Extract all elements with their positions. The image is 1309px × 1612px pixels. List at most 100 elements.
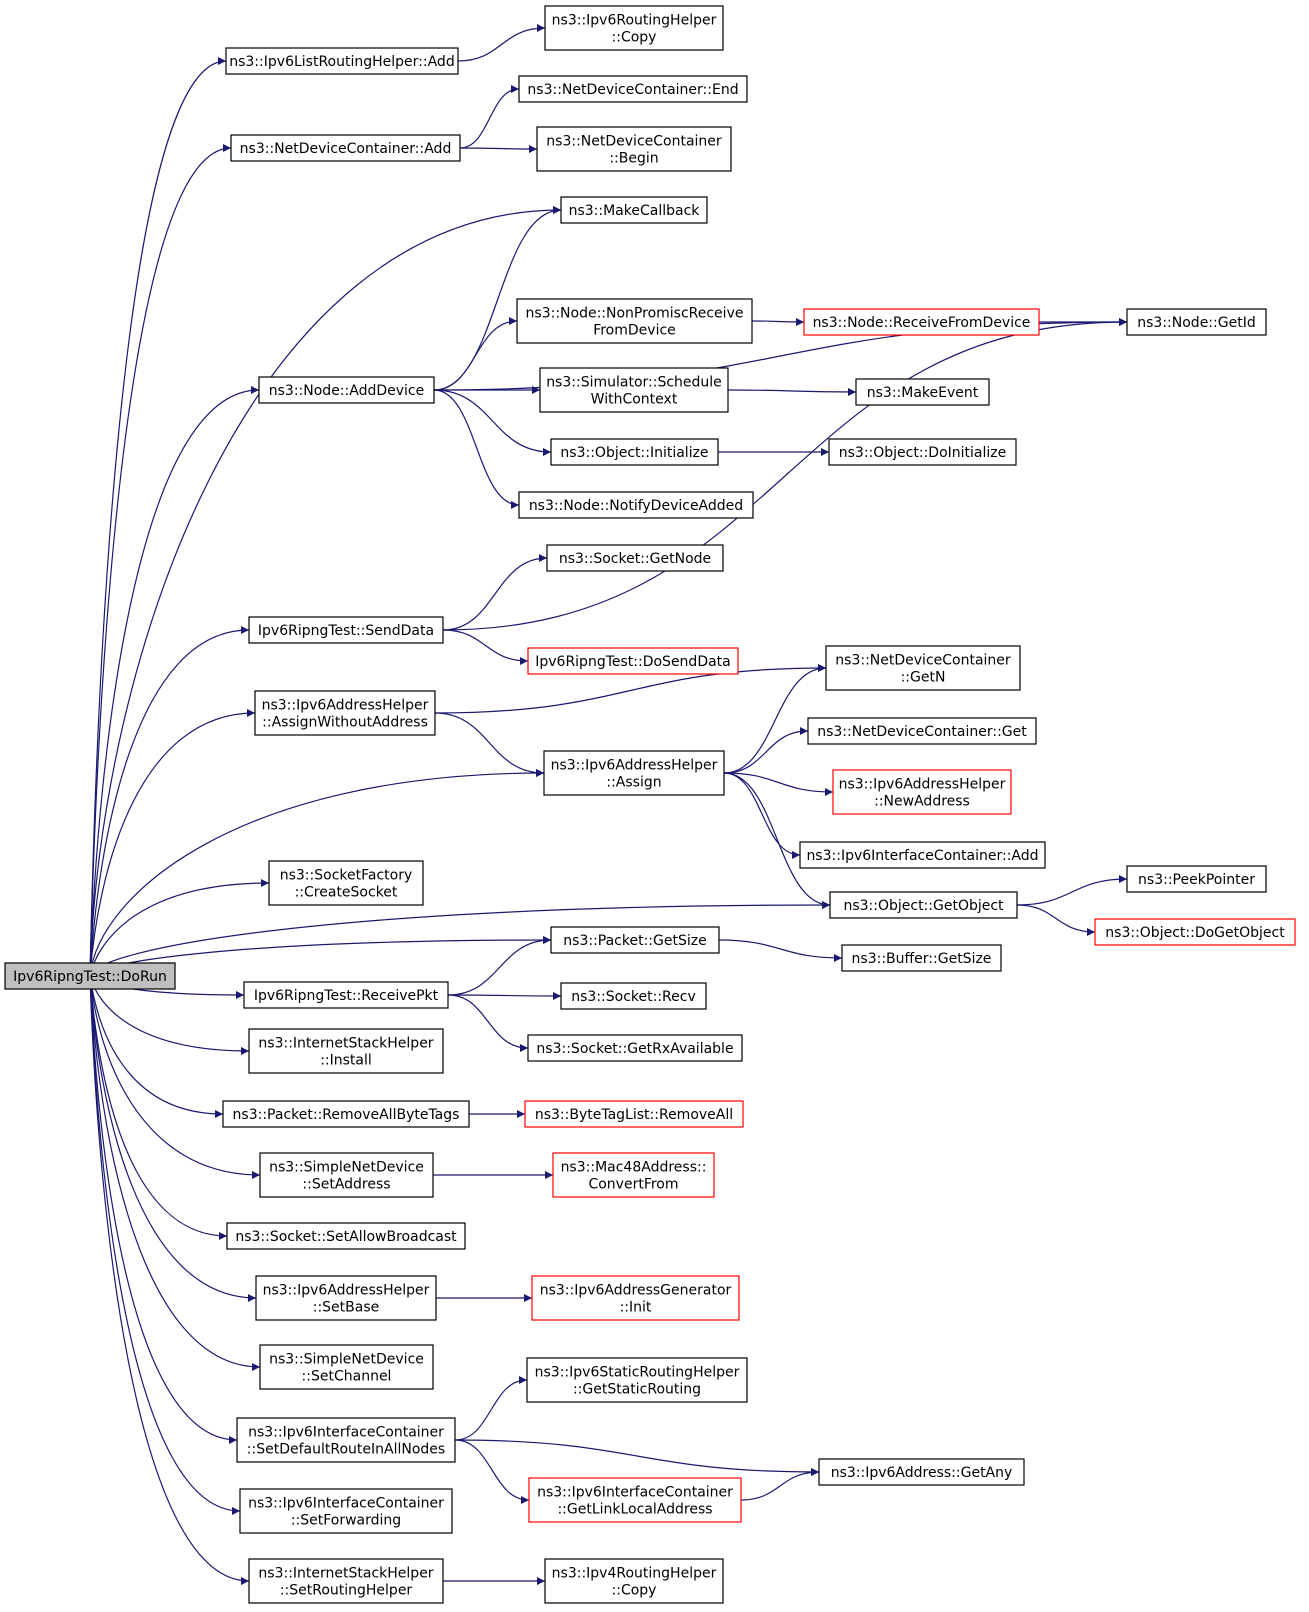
node-setdefroute[interactable]: ns3::Ipv6InterfaceContainer::SetDefaultR… — [236, 1417, 456, 1463]
node-label: ns3::Node::NotifyDeviceAdded — [529, 498, 743, 514]
node-setroutinghelper[interactable]: ns3::InternetStackHelper::SetRoutingHelp… — [248, 1558, 444, 1604]
node-nodeadd[interactable]: ns3::Node::AddDevice — [258, 376, 435, 404]
node-label: ns3::NetDeviceContainer::Get — [817, 724, 1027, 740]
node-getany[interactable]: ns3::Ipv6Address::GetAny — [818, 1458, 1025, 1486]
node-box — [828, 438, 1017, 466]
node-makecb[interactable]: ns3::MakeCallback — [560, 196, 708, 224]
node-pktgetsize[interactable]: ns3::Packet::GetSize — [550, 926, 720, 954]
call-edge-root-to-setbase — [89, 975, 257, 1302]
node-box — [236, 1417, 456, 1463]
node-recvdev[interactable]: ns3::Node::ReceiveFromDevice — [803, 308, 1040, 336]
node-box — [544, 1558, 724, 1604]
node-getid[interactable]: ns3::Node::GetId — [1126, 308, 1267, 336]
call-edge-root-to-senddata — [89, 626, 250, 977]
node-label: ns3::Socket::GetRxAvailable — [536, 1041, 733, 1057]
node-label: ::NewAddress — [874, 794, 970, 810]
call-edge-ndcadd-to-ndcbegin — [459, 144, 538, 153]
node-dogetobject[interactable]: ns3::Object::DoGetObject — [1094, 918, 1296, 946]
node-setchannel[interactable]: ns3::SimpleNetDevice::SetChannel — [259, 1344, 434, 1390]
node-dosenddata[interactable]: Ipv6RipngTest::DoSendData — [527, 647, 739, 675]
node-listadd[interactable]: ns3::Ipv6ListRoutingHelper::Add — [225, 47, 459, 75]
node-label: ns3::Ipv6AddressGenerator — [540, 1283, 732, 1299]
node-label: ns3::SimpleNetDevice — [269, 1160, 424, 1176]
node-setfwd[interactable]: ns3::Ipv6InterfaceContainer::SetForwardi… — [239, 1488, 453, 1534]
node-box — [825, 645, 1021, 691]
node-objdoinit[interactable]: ns3::Object::DoInitialize — [828, 438, 1017, 466]
node-box — [829, 891, 1018, 919]
node-assign[interactable]: ns3::Ipv6AddressHelper::Assign — [543, 750, 725, 796]
node-getrxavail[interactable]: ns3::Socket::GetRxAvailable — [527, 1034, 743, 1062]
node-rmbytetags[interactable]: ns3::Packet::RemoveAllByteTags — [222, 1100, 470, 1128]
node-label: ns3::NetDeviceContainer::Add — [240, 141, 452, 157]
node-label: ns3::Node::NonPromiscReceive — [526, 306, 744, 322]
node-root[interactable]: Ipv6RipngTest::DoRun — [4, 962, 176, 990]
node-icadd[interactable]: ns3::Ipv6InterfaceContainer::Add — [799, 841, 1046, 869]
node-label: Ipv6RipngTest::DoSendData — [535, 654, 731, 670]
node-notifydev[interactable]: ns3::Node::NotifyDeviceAdded — [518, 491, 754, 519]
node-box — [226, 1222, 466, 1250]
node-assignwo[interactable]: ns3::Ipv6AddressHelper::AssignWithoutAdd… — [254, 690, 436, 736]
node-label: ns3::Ipv6ListRoutingHelper::Add — [229, 54, 454, 70]
node-makeevent[interactable]: ns3::MakeEvent — [855, 378, 990, 406]
node-ndcgetn[interactable]: ns3::NetDeviceContainer::GetN — [825, 645, 1021, 691]
call-edge-recvpkt-to-getrxavail — [447, 994, 529, 1052]
call-edge-assign-to-newaddr — [723, 772, 834, 796]
node-label: WithContext — [591, 392, 678, 408]
call-edge-root-to-setroutinghelper — [89, 975, 250, 1585]
node-install[interactable]: ns3::InternetStackHelper::Install — [248, 1028, 444, 1074]
node-allowbc[interactable]: ns3::Socket::SetAllowBroadcast — [226, 1222, 466, 1250]
node-newaddr[interactable]: ns3::Ipv6AddressHelper::NewAddress — [832, 769, 1012, 815]
node-label: ::CreateSocket — [295, 885, 398, 901]
nodes-layer: Ipv6RipngTest::DoRun ns3::Ipv6ListRouting… — [4, 5, 1296, 1604]
node-label: ns3::Packet::GetSize — [563, 933, 706, 949]
node-objinit[interactable]: ns3::Object::Initialize — [550, 438, 719, 466]
node-v4copy[interactable]: ns3::Ipv4RoutingHelper::Copy — [544, 1558, 724, 1604]
node-peekptr[interactable]: ns3::PeekPointer — [1126, 865, 1267, 893]
node-label: ns3::Ipv6InterfaceContainer — [248, 1425, 444, 1441]
node-label: ns3::NetDeviceContainer — [835, 653, 1011, 669]
node-createsock[interactable]: ns3::SocketFactory::CreateSocket — [268, 860, 424, 906]
node-box — [516, 298, 753, 344]
node-label: ::SetForwarding — [291, 1513, 401, 1529]
node-sndsetaddr[interactable]: ns3::SimpleNetDevice::SetAddress — [259, 1152, 434, 1198]
node-sockrecv[interactable]: ns3::Socket::Recv — [560, 982, 707, 1010]
node-label: ns3::MakeCallback — [569, 203, 701, 219]
node-box — [268, 860, 424, 906]
node-ndcend[interactable]: ns3::NetDeviceContainer::End — [518, 75, 748, 103]
node-mac48conv[interactable]: ns3::Mac48Address::ConvertFrom — [552, 1152, 715, 1198]
node-label: ns3::Ipv6StaticRoutingHelper — [535, 1365, 740, 1381]
call-edge-pktgetsize-to-bufgetsize — [718, 939, 843, 962]
node-senddata[interactable]: Ipv6RipngTest::SendData — [248, 616, 444, 644]
call-edge-setdefroute-to-getstatic — [454, 1376, 528, 1441]
node-ndcadd[interactable]: ns3::NetDeviceContainer::Add — [230, 134, 461, 162]
node-box — [255, 1275, 437, 1321]
node-label: ::SetDefaultRouteInAllNodes — [247, 1442, 445, 1458]
call-edge-root-to-setdefroute — [89, 975, 238, 1444]
node-btlremove[interactable]: ns3::ByteTagList::RemoveAll — [524, 1100, 744, 1128]
node-getstatic[interactable]: ns3::Ipv6StaticRoutingHelper::GetStaticR… — [526, 1357, 748, 1403]
call-edge-nonprom-to-recvdev — [751, 317, 805, 326]
node-ndcget[interactable]: ns3::NetDeviceContainer::Get — [807, 717, 1037, 745]
node-box — [807, 717, 1037, 745]
node-box — [527, 647, 739, 675]
node-label: ::Init — [620, 1300, 652, 1316]
node-bufgetsize[interactable]: ns3::Buffer::GetSize — [841, 944, 1002, 972]
node-box — [550, 926, 720, 954]
node-sockgetnode[interactable]: ns3::Socket::GetNode — [546, 544, 724, 572]
node-box — [560, 196, 708, 224]
node-recvpkt[interactable]: Ipv6RipngTest::ReceivePkt — [243, 981, 449, 1009]
node-label: ns3::Node::AddDevice — [269, 383, 424, 399]
call-edge-assign-to-icadd — [723, 772, 801, 859]
node-box — [841, 944, 1002, 972]
node-box — [803, 308, 1040, 336]
node-label: ns3::Object::DoInitialize — [839, 445, 1006, 461]
node-getobject[interactable]: ns3::Object::GetObject — [829, 891, 1018, 919]
node-ndcbegin[interactable]: ns3::NetDeviceContainer::Begin — [536, 126, 732, 172]
node-label: ns3::Ipv6AddressHelper — [263, 1283, 430, 1299]
node-addrgeninit[interactable]: ns3::Ipv6AddressGenerator::Init — [531, 1275, 740, 1321]
node-getlinklocal[interactable]: ns3::Ipv6InterfaceContainer::GetLinkLoca… — [528, 1477, 742, 1523]
node-rhcopy[interactable]: ns3::Ipv6RoutingHelper::Copy — [544, 5, 724, 51]
node-setbase[interactable]: ns3::Ipv6AddressHelper::SetBase — [255, 1275, 437, 1321]
